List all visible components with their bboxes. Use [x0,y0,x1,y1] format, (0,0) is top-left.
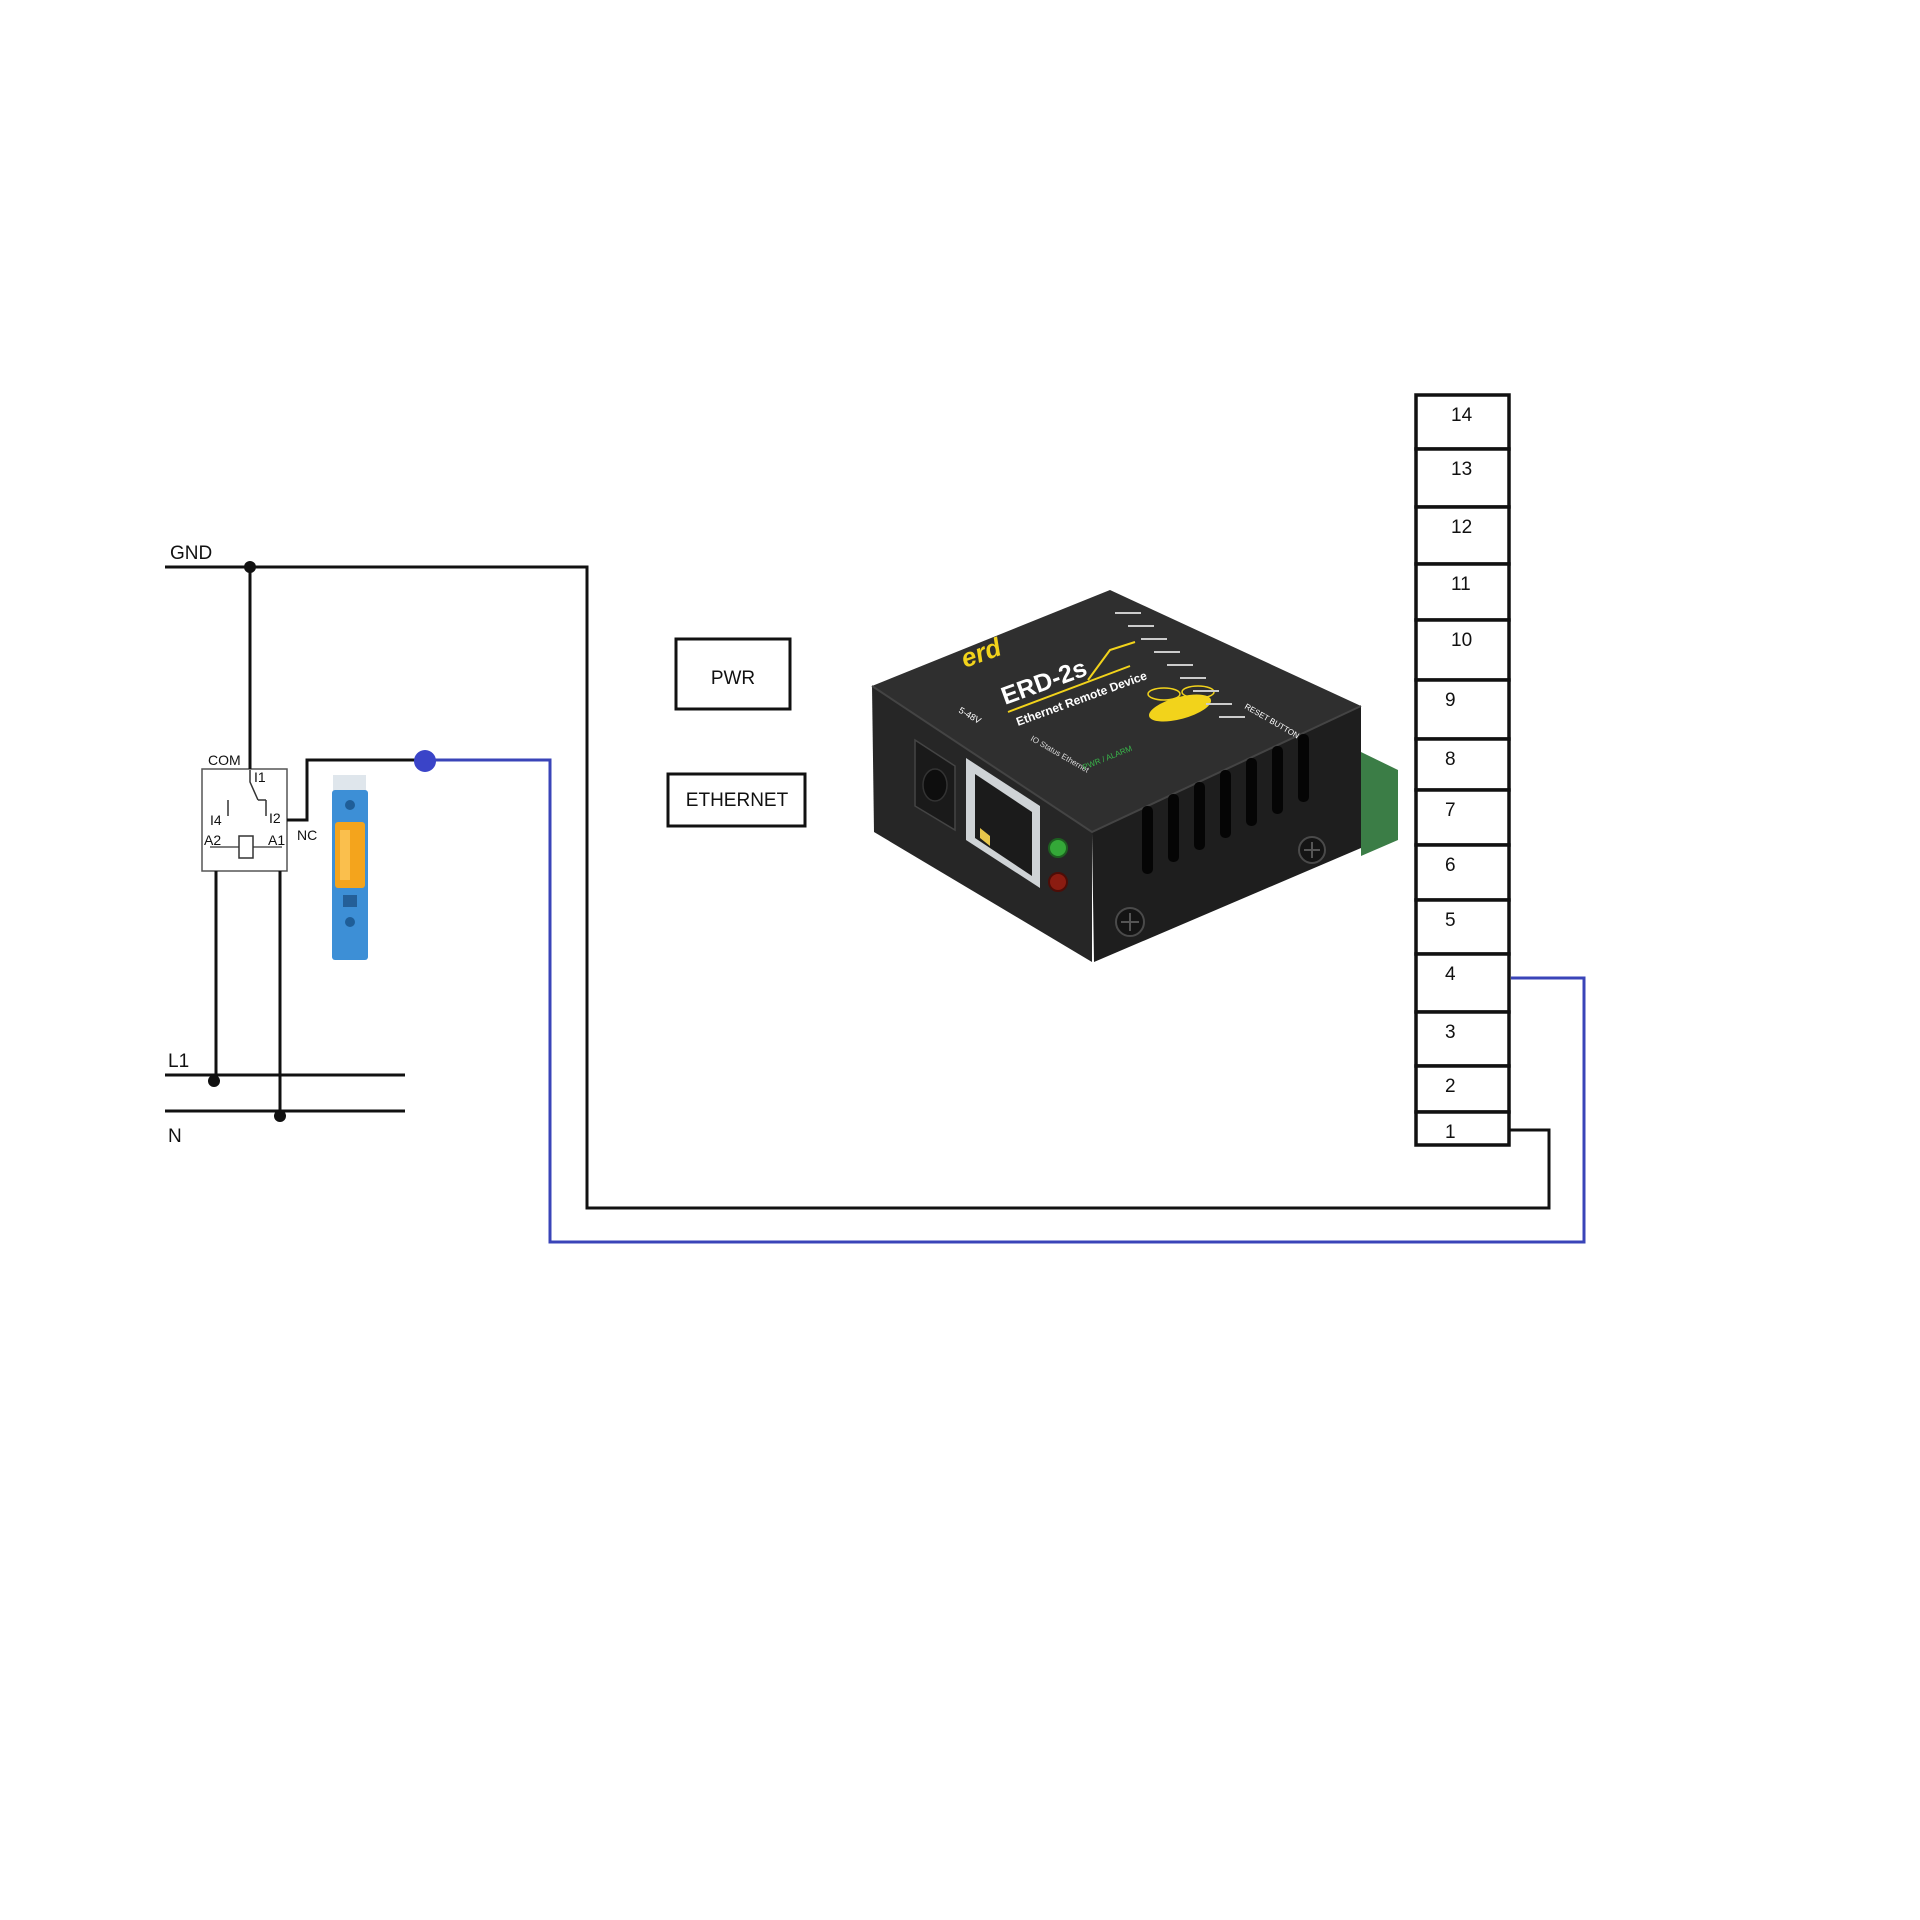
relay-contact [227,770,267,816]
din-relay-screw-top [345,800,355,810]
din-relay-latch [343,895,357,907]
device-terminal-block [1361,752,1398,856]
ventilation-slots [1142,734,1309,874]
terminal-label: 5 [1445,910,1456,931]
n-label: N [168,1126,182,1147]
nc-label: NC [297,827,317,843]
device-top-face [872,590,1361,832]
device-pin-legend [1115,612,1245,718]
terminal-label: 9 [1445,690,1456,711]
terminal-12: 12 [1414,505,1511,566]
power-rails [165,565,585,1113]
com-label: COM [208,752,241,768]
terminal-3: 3 [1414,1010,1511,1068]
ethernet-box: ETHERNET [666,772,807,828]
device-edge-highlight [871,685,1362,834]
din-relay-screw-bottom [345,917,355,927]
terminal-2: 2 [1414,1064,1511,1114]
terminal-label: 2 [1445,1076,1456,1097]
a1-label: A1 [268,832,285,848]
l1-label: L1 [168,1051,189,1072]
terminal-label: 10 [1451,630,1472,651]
terminal-6: 6 [1414,843,1511,902]
side-screw [1298,836,1326,864]
front-screw [1115,907,1145,937]
terminal-11: 11 [1414,562,1511,622]
din-relay-top-cap [333,775,366,793]
i1-label: I1 [254,769,266,785]
pwr-box: PWR [674,637,792,711]
terminal-label: 1 [1445,1122,1456,1143]
din-relay-module [332,775,368,960]
relay-symbol [201,561,425,1122]
signal-junction-dot [414,750,436,772]
terminal-1: 1 [1414,1110,1511,1147]
gnd-return-wire [585,565,1551,1210]
terminal-7: 7 [1414,788,1511,847]
terminal-5: 5 [1414,898,1511,956]
pwr-led-green [1048,838,1068,858]
pwr-label: PWR [711,668,755,689]
device-logo-stroke [1087,641,1136,681]
terminal-label: 11 [1451,574,1471,595]
terminal-14: 14 [1414,393,1511,451]
l1-junction-dot [208,1075,220,1087]
terminal-9: 9 [1414,678,1511,741]
rj45-ethernet-port [966,758,1040,888]
terminal-label: 13 [1451,459,1472,480]
n-junction-dot [274,1110,286,1122]
i2-label: I2 [269,810,281,826]
a2-label: A2 [204,832,221,848]
signal-wire-blue [425,758,1586,1244]
terminal-label: 14 [1451,405,1473,426]
gnd-label: GND [170,543,212,564]
terminal-label: 12 [1451,517,1472,538]
i4-label: I4 [210,812,222,828]
terminal-strip: 14 13 12 11 10 9 8 7 6 5 4 3 2 1 [1414,393,1511,1147]
terminal-13: 13 [1414,447,1511,509]
terminal-8: 8 [1414,737,1511,792]
ethernet-label: ETHERNET [686,790,789,811]
terminal-10: 10 [1414,618,1511,682]
nc-wire [287,758,425,822]
terminal-label: 4 [1445,964,1456,985]
terminal-label: 3 [1445,1022,1456,1043]
din-relay-window-shine [340,830,350,880]
gnd-junction-dot [244,561,256,573]
terminal-label: 7 [1445,800,1456,821]
dc-power-jack [914,738,956,832]
alarm-led-red [1048,872,1068,892]
device-model-underline [1007,665,1131,713]
terminal-label: 8 [1445,749,1456,770]
terminal-4: 4 [1414,952,1511,1014]
terminal-label: 6 [1445,855,1456,876]
ethernet-remote-device: erd ERD-2s Ethernet Remote Device 5-48V … [871,590,1398,962]
relay-coil [238,835,254,859]
